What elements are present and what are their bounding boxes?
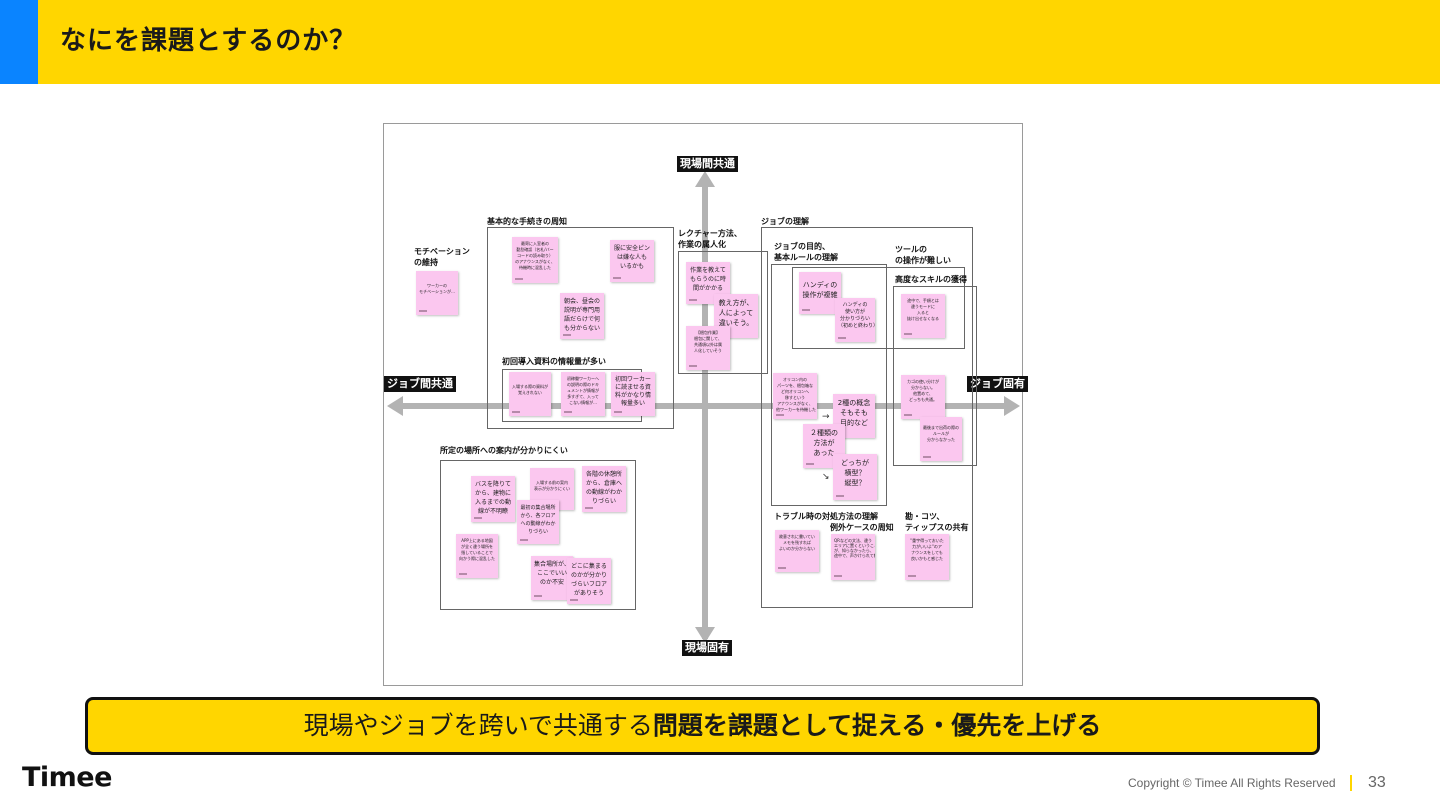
sticky-text: 初回ワーカー に読ませる資 料がかなり情 報量多い: [614, 376, 651, 407]
sticky-note: 途中で、手順とは 違うモードに 入ると 抜け出せなくなる: [901, 294, 945, 338]
key-message-callout: 現場やジョブを跨いで共通する問題を課題として捉える・優先を上げる: [85, 697, 1320, 755]
sticky-note: 最寄に入室者の 勤怠確認（名札/バー コードの読み取り） のアナウンスがなく、 …: [512, 237, 558, 283]
sticky-text: 各階の休憩所 から、倉庫へ の動線がわか りづらい: [585, 471, 622, 505]
group-label-exception-cases: 例外ケースの周知: [830, 523, 894, 532]
sticky-note: 故意されに書いてい メモを残すれば よいのか分からない: [775, 530, 819, 572]
sticky-text: 最後まで出荷の際の ルールが 分からなかった: [923, 425, 959, 442]
sticky-note: 初回ワーカー に読ませる資 料がかなり情 報量多い: [611, 372, 655, 416]
sticky-text: 初稼働ワーカーへ の説明の際のドキ ュメントが情報が 多すぎて、入って こない情…: [567, 376, 599, 405]
sticky-note: 各階の休憩所 から、倉庫へ の動線がわか りづらい: [582, 466, 626, 512]
group-label-job-purpose: ジョブの目的、 基本ルールの理解: [774, 242, 838, 262]
sticky-text: 故意されに書いてい メモを残すれば よいのか分からない: [779, 534, 815, 551]
sticky-note: 初稼働ワーカーへ の説明の際のドキ ュメントが情報が 多すぎて、入って こない情…: [561, 372, 605, 416]
sticky-text: どっちが 横型？ 縦型？: [841, 459, 869, 487]
arrow-down-icon: [695, 627, 715, 643]
sticky-text: 服に安全ピン は嫌な人も いるかも: [613, 245, 650, 270]
header-accent: [0, 0, 38, 84]
group-advanced-skills: [893, 286, 977, 466]
arrow-left-icon: [387, 396, 403, 416]
callout-text-normal: 現場やジョブを跨いで共通する: [303, 711, 653, 740]
sticky-note: 【梱包作業】 梱包に関して、 共通項以外は属 人化していそう: [686, 326, 730, 370]
group-job-understanding: [761, 227, 973, 608]
sticky-text: カゴの使い分けが 分からない。 他置めて、 どっちも共通。: [907, 379, 939, 402]
sticky-text: オリコン内の パーツを、梱包箱な ど何オリコンへ 移すという アナウンスがなく、…: [776, 377, 816, 412]
sticky-text: 作業を教えて もらうのに時 間がかかる: [689, 267, 726, 292]
copyright-text: Copyright © Timee All Rights Reserved: [1128, 776, 1336, 790]
sticky-note: 入場する際の資料が 覚えきれない: [509, 372, 551, 416]
sticky-note: バスを降りて から、建物に 入るまでの動 線が不明瞭: [471, 476, 515, 522]
header-bar: なにを課題とするのか？: [0, 0, 1440, 84]
sticky-text: ２種類の 方法が あった: [810, 429, 838, 457]
group-label-advanced-skills: 高度なスキルの獲得: [895, 275, 967, 284]
page-number: 33: [1368, 774, 1386, 791]
sticky-text: 集合場所が、 ここでいい のか不安: [534, 561, 570, 586]
axis-label-bottom: 現場固有: [682, 640, 732, 656]
sticky-note: 2種の概念 そもそも 目的など: [833, 394, 875, 438]
sticky-text: "重宇得っておいた 力がいいよ"のア ナウンスをしても 良いかもと感じた: [910, 538, 944, 561]
affinity-board: 現場間共通 現場固有 ジョブ間共通 ジョブ固有 モチベーション の維持 基本的な…: [383, 123, 1028, 686]
sticky-note: ワーカーの モチベーションが...: [416, 271, 458, 315]
sticky-note: QRなどの文法、違う エリアに置くということ が、知らなかったら、 途中で、声か…: [831, 534, 875, 580]
group-label-lecture: レクチャー方法、 作業の属人化: [678, 229, 742, 249]
sticky-text: ハンディの 操作が複雑: [802, 281, 838, 299]
sticky-text: 最寄に入室者の 勤怠確認（名札/バー コードの読み取り） のアナウンスがなく、 …: [515, 241, 555, 270]
arrow-right-icon: [1004, 396, 1020, 416]
group-job-purpose: [771, 264, 887, 506]
sticky-note: オリコン内の パーツを、梱包箱な ど何オリコンへ 移すという アナウンスがなく、…: [773, 373, 817, 419]
connector-arrow-icon: ↘: [822, 472, 830, 482]
group-label-initial-materials: 初回導入資料の情報量が多い: [502, 357, 606, 366]
sticky-text: APP上にある地図 が全く違う場所を 指していることで 向かう際に混乱した: [459, 538, 495, 561]
sticky-text: どこに集まる のかが分かり づらいフロア がありそう: [570, 563, 607, 597]
sticky-note: 作業を教えて もらうのに時 間がかかる: [686, 262, 730, 304]
sticky-text: 朝会、昼会の 説明が専門用 語だらけで何 も分からない: [563, 298, 600, 332]
group-label-tool-operation: ツールの の操作が難しい: [895, 245, 951, 265]
sticky-text: ワーカーの モチベーションが...: [419, 283, 455, 294]
sticky-text: QRなどの文法、違う エリアに置くということ が、知らなかったら、 途中で、声か…: [834, 538, 875, 558]
group-lecture: [678, 251, 768, 374]
sticky-text: ハンディの 使い方が 分かりづらい （初めと終わり）: [838, 302, 875, 329]
group-basic-procedures: [487, 227, 674, 429]
sticky-note: "重宇得っておいた 力がいいよ"のア ナウンスをしても 良いかもと感じた: [905, 534, 949, 580]
group-tool-operation: [792, 267, 965, 349]
callout-text-bold: 問題を課題として捉える・優先を上げる: [652, 711, 1102, 740]
group-location-guidance: [440, 460, 636, 610]
sticky-note: 最後まで出荷の際の ルールが 分からなかった: [920, 417, 962, 461]
sticky-note: 朝会、昼会の 説明が専門用 語だらけで何 も分からない: [560, 293, 604, 339]
sticky-note: カゴの使い分けが 分からない。 他置めて、 どっちも共通。: [901, 375, 945, 419]
sticky-text: 2種の概念 そもそも 目的など: [837, 399, 871, 427]
sticky-text: 入場する前の案内 表示が分かりにくい: [534, 480, 570, 491]
vertical-axis: [702, 179, 708, 639]
group-label-tips-sharing: 勘・コツ、 ティップスの共有: [905, 512, 969, 532]
connector-arrow-icon: →: [822, 412, 830, 422]
sticky-text: バスを降りて から、建物に 入るまでの動 線が不明瞭: [474, 481, 511, 515]
group-label-location-guidance: 所定の場所への案内が分かりにくい: [440, 446, 568, 455]
group-label-trouble-handling: トラブル時の対処方法の理解: [774, 512, 878, 521]
sticky-text: 途中で、手順とは 違うモードに 入ると 抜け出せなくなる: [907, 298, 939, 321]
sticky-note: ハンディの 使い方が 分かりづらい （初めと終わり）: [835, 298, 875, 342]
timee-logo: Timee: [22, 762, 112, 793]
sticky-text: 最初の集合場所 から、各フロア への動線がわか りづらい: [520, 505, 556, 535]
page-title: なにを課題とするのか？: [60, 26, 357, 56]
sticky-text: 【梱包作業】 梱包に関して、 共通項以外は属 人化していそう: [694, 330, 722, 353]
group-label-basic-procedures: 基本的な手続きの周知: [487, 217, 567, 226]
sticky-note: どっちが 横型？ 縦型？: [833, 454, 877, 500]
footer-separator: [1350, 775, 1352, 791]
sticky-note: どこに集まる のかが分かり づらいフロア がありそう: [567, 558, 611, 604]
group-label-motivation: モチベーション の維持: [414, 247, 470, 267]
sticky-note: 集合場所が、 ここでいい のか不安: [531, 556, 573, 600]
sticky-note: 服に安全ピン は嫌な人も いるかも: [610, 240, 654, 282]
axis-label-top: 現場間共通: [677, 156, 738, 172]
axis-label-right: ジョブ固有: [967, 376, 1028, 392]
sticky-note: ハンディの 操作が複雑: [799, 272, 841, 314]
axis-label-left: ジョブ間共通: [384, 376, 456, 392]
sticky-text: 入場する際の資料が 覚えきれない: [512, 384, 548, 395]
sticky-text: 教え方が、 人によって 違いそう。: [718, 299, 754, 327]
group-label-job-understanding: ジョブの理解: [761, 217, 809, 226]
sticky-note: APP上にある地図 が全く違う場所を 指していることで 向かう際に混乱した: [456, 534, 498, 578]
sticky-note: 最初の集合場所 から、各フロア への動線がわか りづらい: [517, 500, 559, 544]
arrow-up-icon: [695, 171, 715, 187]
